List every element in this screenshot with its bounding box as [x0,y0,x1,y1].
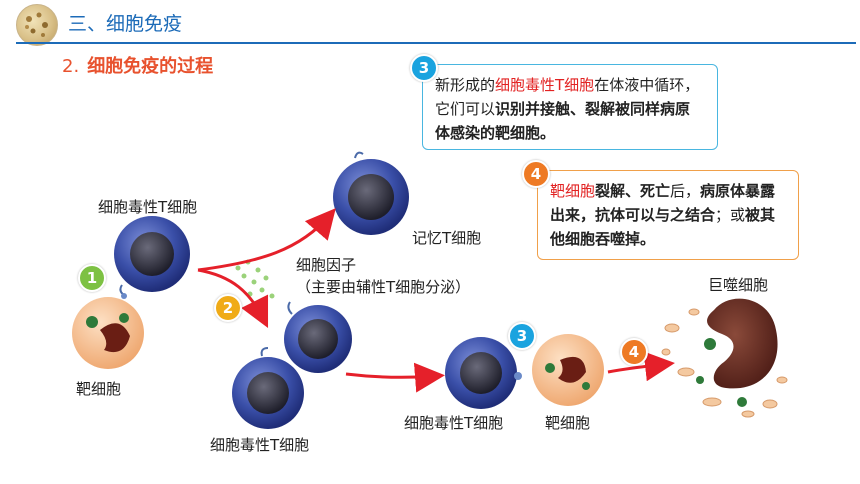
section-title: 三、细胞免疫 [68,13,183,35]
info-box-step-4: 靶细胞裂解、死亡后，病原体暴露出来，抗体可以与之结合；或被其他细胞吞噬掉。 [537,170,799,260]
logo-image [16,4,58,46]
step-1-badge: 1 [78,264,106,292]
label-cytotoxic-bottom-left: 细胞毒性T细胞 [210,436,310,454]
cell-debris [661,308,788,418]
label-cytokine: 细胞因子 [296,256,357,274]
arrow-to-memory [197,208,336,272]
label-memory-t-cell: 记忆T细胞 [412,229,482,247]
target-cell-left [72,297,144,369]
arrow-to-macrophage [607,351,675,382]
box3-text-1: 新形成的 [435,76,496,94]
box3-text-2: 在体液中循环，它们可以 [435,76,700,118]
label-cytokine-note: （主要由辅性T细胞分泌） [296,278,471,296]
memory-t-cell [333,151,409,235]
info-box-step-3: 新形成的细胞毒性T细胞在体液中循环，它们可以识别并接触、裂解被同样病原体感染的靶… [422,64,718,150]
box4-bold-1: 裂解、死亡 [595,182,671,200]
label-cytotoxic-top: 细胞毒性T细胞 [98,198,198,216]
cytotoxic-t-cell-top [114,216,190,299]
subtitle-text: 细胞免疫的过程 [87,56,214,77]
box4-bold-2: 病原体暴露出来，抗体可以与之结合 [550,182,776,224]
subtitle-number: 2. [62,56,80,77]
step-3-badge-box: 3 [410,54,438,82]
target-cell-contact [532,334,604,406]
box4-bold-3: 被其他细胞吞噬掉。 [550,206,776,248]
cytokine-dots [235,259,275,305]
step-3-badge: 3 [508,322,536,350]
step-4-badge: 4 [620,338,648,366]
cytotoxic-t-cell-mid [284,301,352,373]
box4-text-1: 后， [670,182,701,200]
box3-highlight-cytotoxic: 细胞毒性T细胞 [495,76,595,94]
label-target-left: 靶细胞 [76,380,122,398]
box4-text-2: ；或 [715,206,746,224]
macrophage [707,298,778,389]
box4-highlight-target: 靶细胞 [550,182,596,200]
label-macrophage: 巨噬细胞 [708,276,769,294]
header-divider [16,42,856,44]
arrow-to-contact [345,362,445,393]
step-4-badge-box: 4 [522,160,550,188]
pathogens [696,338,747,407]
cytotoxic-t-cell-bottom-left [232,347,304,429]
arrow-to-effector [197,268,269,329]
label-target-mid: 靶细胞 [545,414,591,432]
step-2-badge: 2 [214,294,242,322]
box3-bold-text: 识别并接触、裂解被同样病原体感染的靶细胞。 [435,100,691,142]
cytotoxic-t-cell-contact [445,337,522,409]
label-cytotoxic-bottom-mid: 细胞毒性T细胞 [404,414,504,432]
subtitle: 2. 细胞免疫的过程 [62,52,213,78]
